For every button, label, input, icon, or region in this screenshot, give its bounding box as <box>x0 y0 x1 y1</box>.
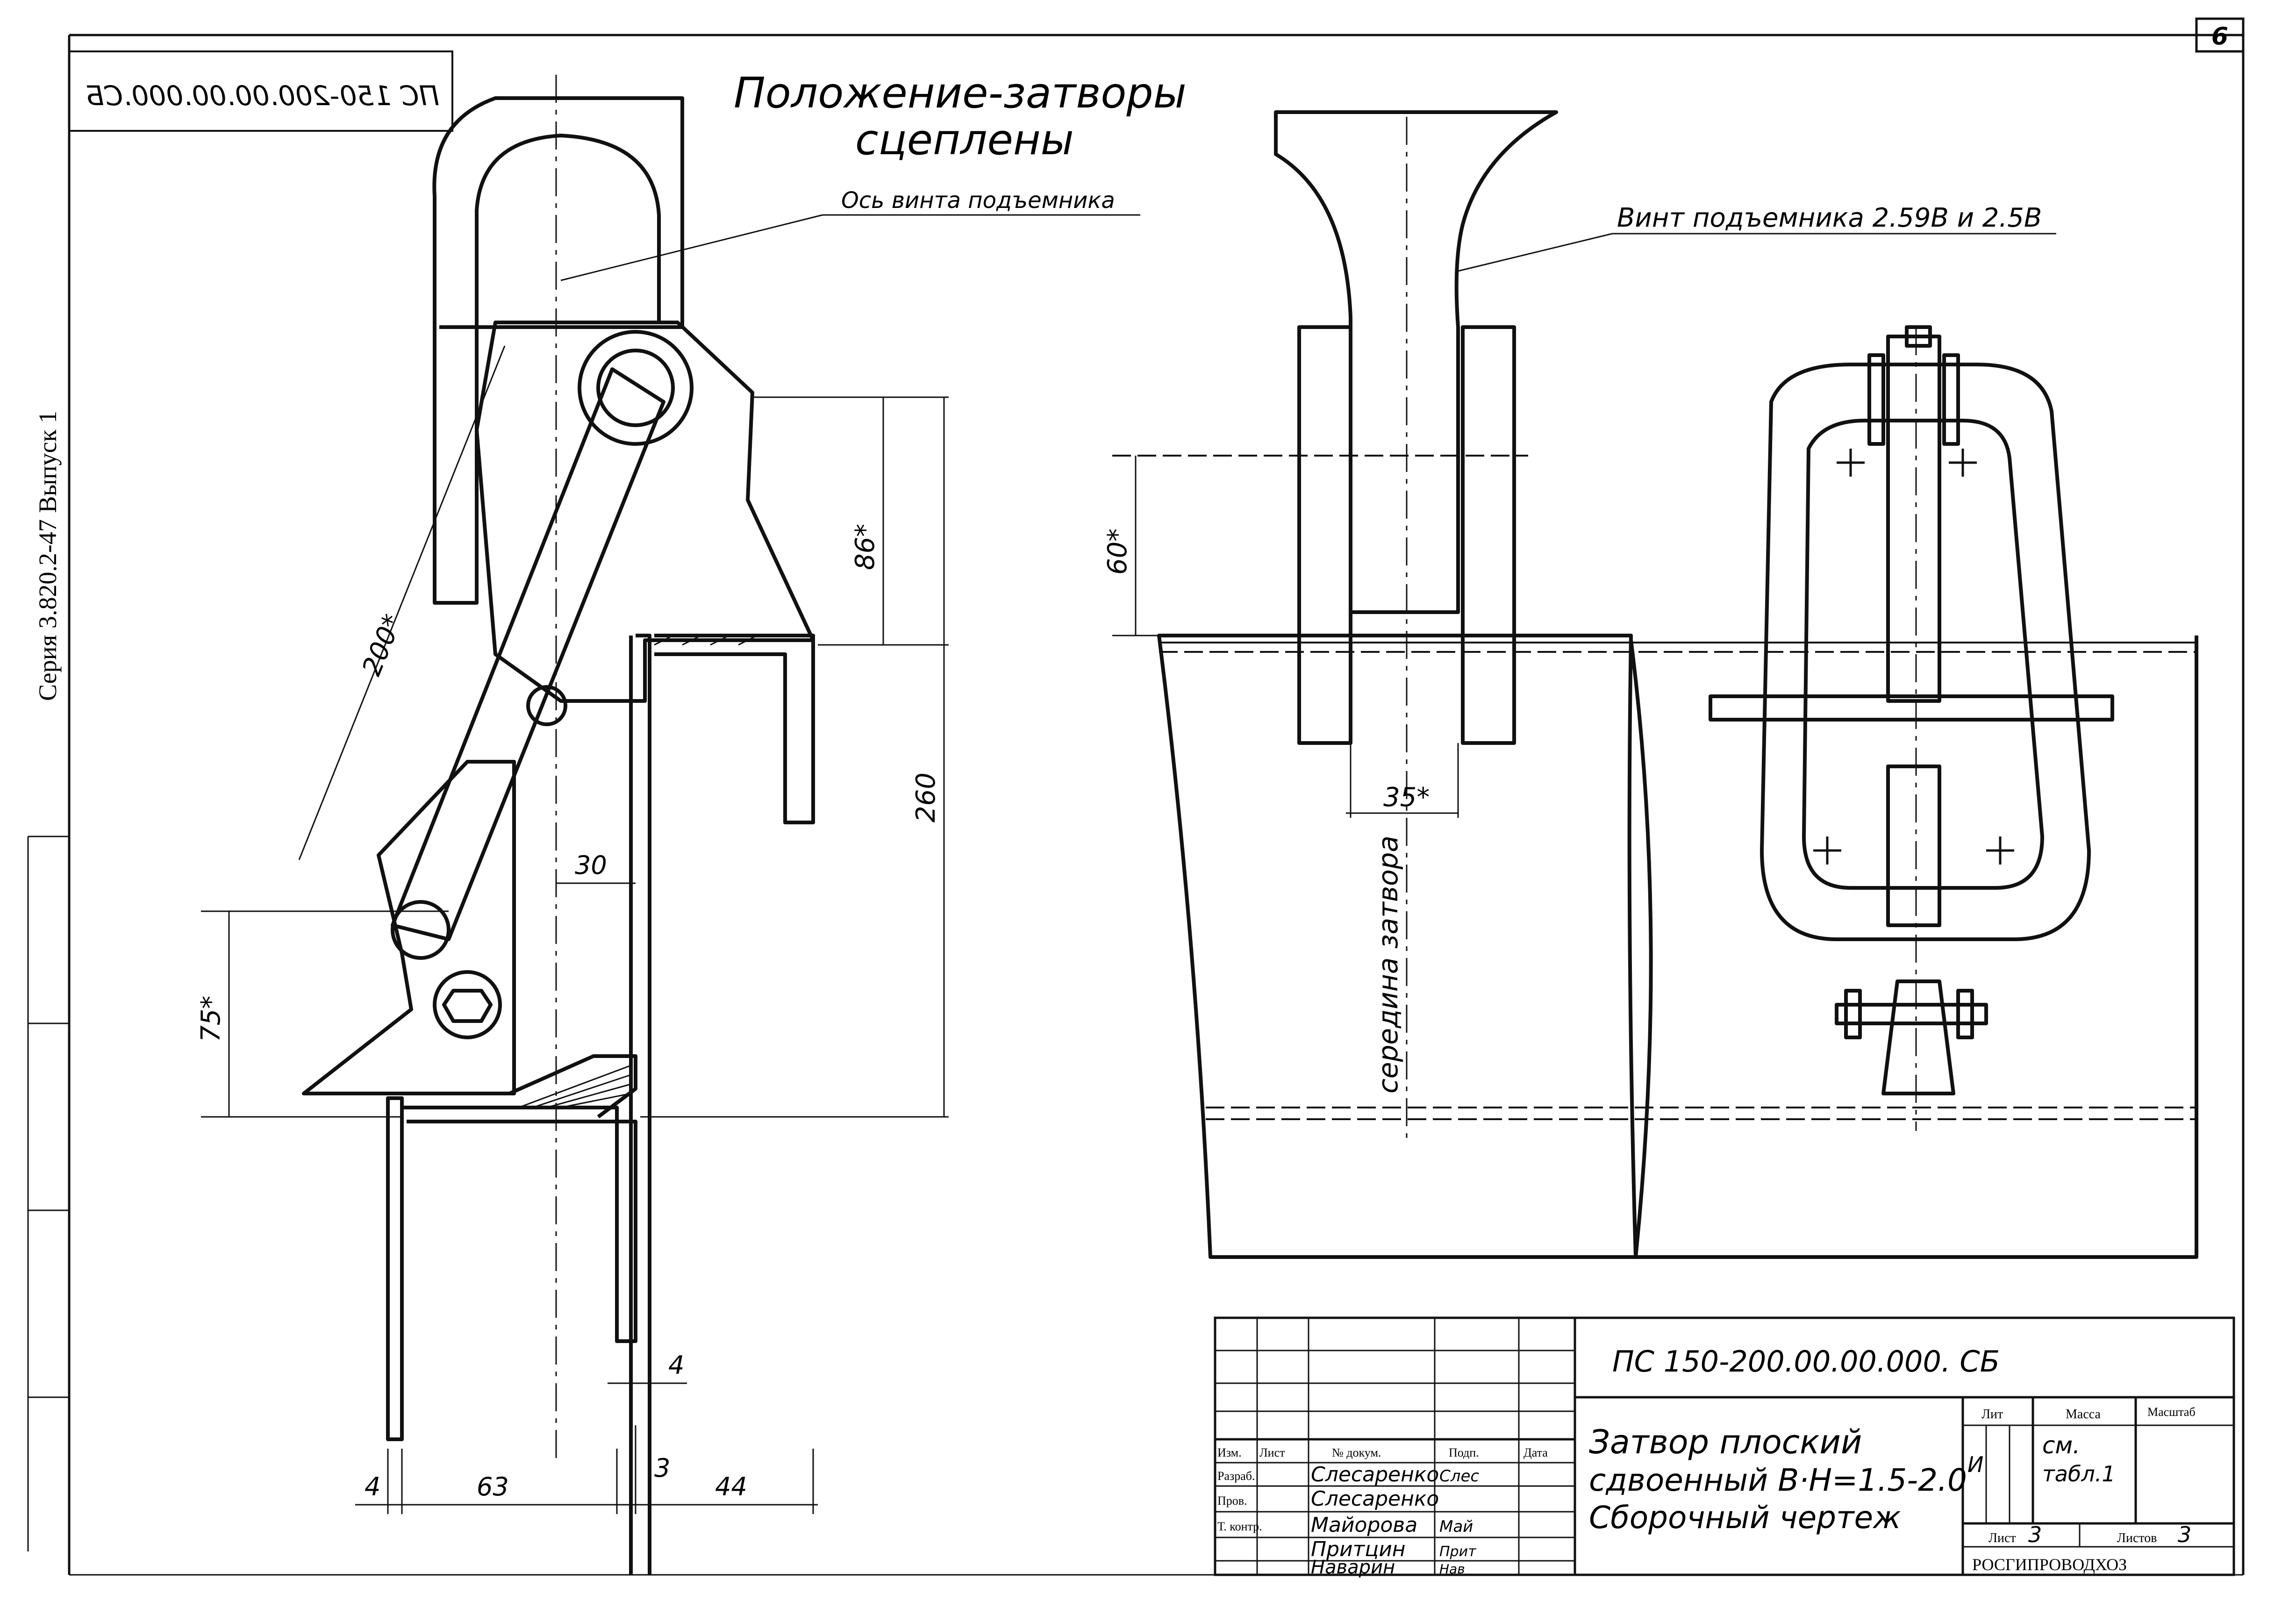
dim-4-top: 4 <box>668 1351 684 1380</box>
stamp-role-3: Т. контр. <box>1217 1520 1262 1533</box>
stamp-signature-3: Май <box>1439 1517 1473 1536</box>
stamp-organization: РОСГИПРОВОДХОЗ <box>1972 1555 2127 1574</box>
stamp-header-doc: № докум. <box>1332 1446 1381 1459</box>
stamp-lit-value: И <box>1967 1452 1983 1477</box>
left-view-hatching <box>518 635 758 1108</box>
dim-60: 60* <box>1102 529 1133 575</box>
mirrored-code: ПС 150-200.00.00.000.СБ <box>86 80 439 112</box>
stamp-person-2: Слесаренко <box>1311 1487 1439 1511</box>
middle-dimension-lines <box>1112 456 1459 818</box>
dim-44: 44 <box>715 1472 747 1501</box>
stamp-lit-label: Лит <box>1981 1407 2003 1422</box>
callout-lift-screw: Винт подъемника 2.59В и 2.5В <box>1617 203 2042 233</box>
stamp-name-line2: сдвоенный В·Н=1.5-2.0 <box>1589 1462 1967 1498</box>
stamp-header-date: Дата <box>1524 1446 1548 1459</box>
stamp-sheets-value: 3 <box>2178 1522 2191 1547</box>
stamp-mass-label: Масса <box>2066 1407 2101 1422</box>
stamp-sheet-label: Лист <box>1988 1531 2016 1545</box>
sheet-frame <box>27 17 2245 1576</box>
dim-260: 260 <box>911 772 941 822</box>
stamp-person-1: Слесаренко <box>1311 1463 1439 1487</box>
title-line2: сцеплены <box>855 115 1074 164</box>
title-line1: Положение-затворы <box>734 69 1187 118</box>
left-dimension-lines <box>201 345 949 1514</box>
middle-dashes <box>1112 455 2196 1120</box>
stamp-signature-4: Прит <box>1439 1544 1477 1560</box>
right-crosses <box>1813 449 2014 865</box>
stamp-sheets-label: Листов <box>2117 1531 2157 1545</box>
stamp-signature-1: Слес <box>1439 1467 1479 1486</box>
title-block <box>1214 1316 2235 1576</box>
stamp-header-izm: Изм. <box>1217 1446 1242 1459</box>
dim-35: 35* <box>1383 782 1430 813</box>
stamp-role-1: Разраб. <box>1217 1469 1255 1483</box>
left-side-view <box>302 96 815 1575</box>
stamp-header-list: Лист <box>1259 1446 1285 1459</box>
stamp-sheet-value: 3 <box>2028 1522 2042 1547</box>
right-yoke-view <box>1709 325 2114 1095</box>
dim-4-bottom: 4 <box>365 1472 380 1501</box>
dim-30: 30 <box>575 850 607 880</box>
dim-75: 75* <box>196 996 226 1042</box>
middle-front-view <box>1157 110 2198 1259</box>
stamp-person-5: Наварин <box>1311 1557 1395 1578</box>
stamp-mass-value-2: табл.1 <box>2042 1461 2116 1487</box>
stamp-header-sign: Подп. <box>1449 1446 1479 1459</box>
side-series-label: Серия 3.820.2-47 Выпуск 1 <box>34 411 62 701</box>
callout-leaders <box>560 214 2056 281</box>
callout-gate-middle: середина затвора <box>1372 836 1404 1093</box>
dim-200: 200* <box>357 610 408 680</box>
stamp-signature-5: Нав <box>1439 1561 1465 1577</box>
stamp-mass-value-1: см. <box>2042 1432 2080 1459</box>
stamp-person-3: Майорова <box>1311 1513 1417 1537</box>
callout-screw-axis: Ось винта подъемника <box>841 187 1115 214</box>
dim-3: 3 <box>654 1453 670 1483</box>
sheet-number: 6 <box>2211 22 2228 50</box>
stamp-designation: ПС 150-200.00.00.000. СБ <box>1612 1344 2000 1379</box>
mirrored-code-box <box>68 50 453 132</box>
stamp-person-4: Притцин <box>1311 1537 1406 1561</box>
stamp-name-line3: Сборочный чертеж <box>1589 1500 1901 1536</box>
stamp-role-2: Пров. <box>1217 1494 1247 1508</box>
stamp-name-line1: Затвор плоский <box>1589 1423 1862 1461</box>
dim-86: 86* <box>850 524 880 570</box>
stamp-scale-label: Масштаб <box>2147 1405 2196 1419</box>
dim-63: 63 <box>477 1472 509 1501</box>
